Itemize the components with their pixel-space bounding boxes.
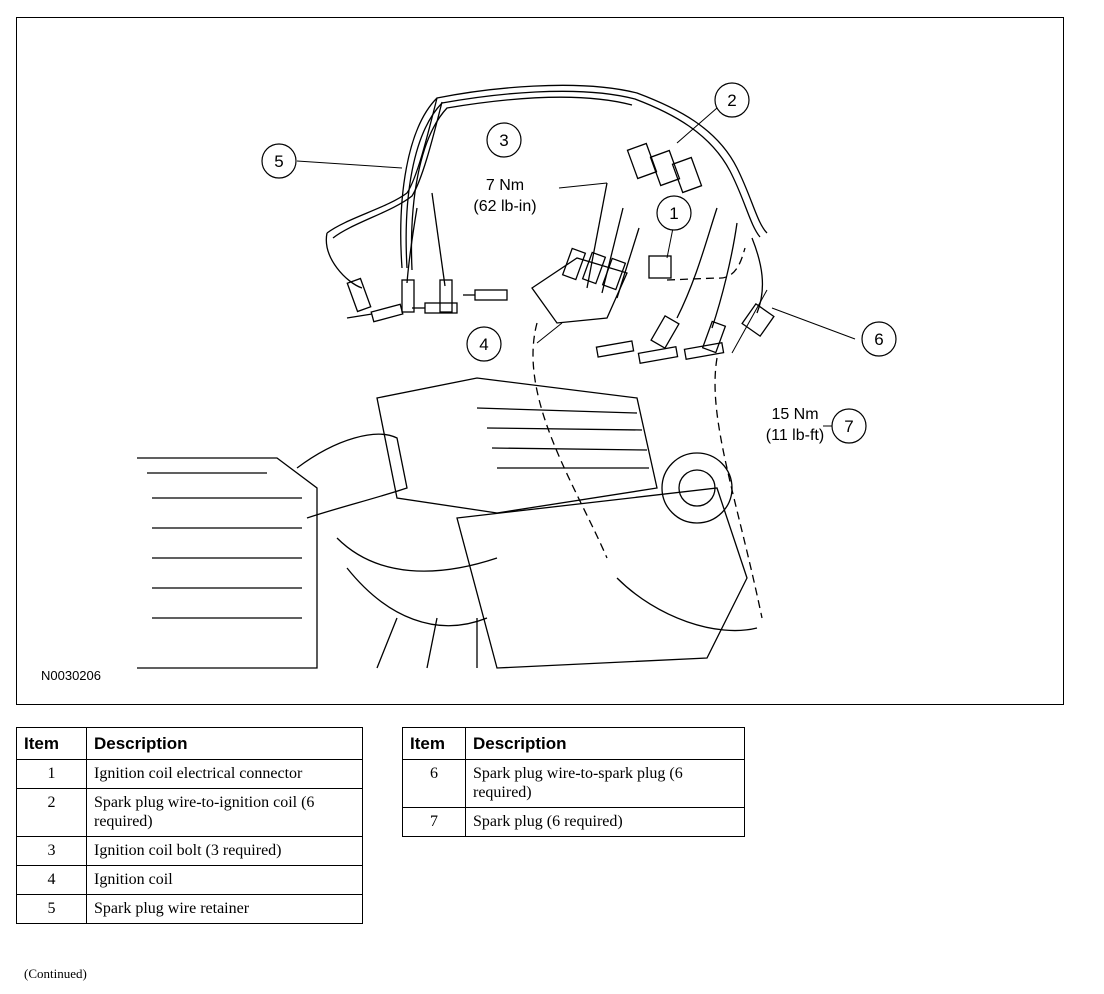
table-row: 5 Spark plug wire retainer — [16, 894, 363, 924]
spark-plug-torque-lbft: (11 lb-ft) — [765, 427, 825, 444]
callout-5-circle — [261, 143, 297, 179]
legend-table-right: Item Description 6 Spark plug wire-to-sp… — [402, 727, 745, 837]
item-description: Ignition coil bolt (3 required) — [86, 836, 363, 866]
coil-bolt-torque: 7 Nm (62 lb-in) — [445, 175, 565, 217]
coil-bolt-torque-nm: 7 Nm — [485, 177, 525, 194]
callout-1-label: 1 — [669, 204, 678, 223]
spark-plug-icon — [595, 340, 635, 358]
item-number: 5 — [16, 894, 87, 924]
table-row: 7 Spark plug (6 required) — [402, 807, 745, 837]
table-row: 6 Spark plug wire-to-spark plug (6 requi… — [402, 759, 745, 808]
legend-description-header: Description — [86, 727, 363, 760]
exploded-view-figure: 3 2 5 1 4 6 7 7 Nm (62 lb-in) 15 Nm (11 … — [16, 17, 1064, 705]
item-number: 6 — [402, 759, 466, 808]
item-number: 3 — [16, 836, 87, 866]
table-row: 3 Ignition coil bolt (3 required) — [16, 836, 363, 866]
callout-4-circle — [466, 326, 502, 362]
item-number: 7 — [402, 807, 466, 837]
callout-3-label: 3 — [499, 131, 508, 150]
callout-6-label: 6 — [874, 330, 883, 349]
item-description: Spark plug wire retainer — [86, 894, 363, 924]
callout-6-circle — [861, 321, 897, 357]
coil-bolt-torque-lbin: (62 lb-in) — [473, 198, 537, 215]
item-description: Spark plug wire-to-ignition coil (6 requ… — [86, 788, 363, 837]
engine-icon — [137, 377, 758, 669]
item-number: 1 — [16, 759, 87, 789]
table-row: 4 Ignition coil — [16, 865, 363, 895]
callout-4-label: 4 — [479, 335, 488, 354]
item-description: Ignition coil electrical connector — [86, 759, 363, 789]
spark-plug-icon — [346, 303, 404, 323]
spark-plug-torque-nm: 15 Nm — [771, 406, 819, 423]
legend-description-header: Description — [465, 727, 745, 760]
legend-item-header: Item — [402, 727, 466, 760]
callout-5-label: 5 — [274, 152, 283, 171]
figure-code: N0030206 — [41, 668, 101, 683]
item-description: Spark plug wire-to-spark plug (6 require… — [465, 759, 745, 808]
spark-plug-icon — [463, 289, 508, 301]
ignition-system-illustration: 3 2 5 1 4 6 7 — [137, 82, 897, 669]
item-description: Spark plug (6 required) — [465, 807, 745, 837]
spark-plug-icon — [637, 346, 679, 364]
item-description: Ignition coil — [86, 865, 363, 895]
continued-note: (Continued) — [24, 966, 87, 981]
callout-7-circle — [831, 408, 867, 444]
spark-plug-torque: 15 Nm (11 lb-ft) — [735, 404, 855, 446]
legend-table-left: Item Description 1 Ignition coil electri… — [16, 727, 363, 924]
spark-plug-icon — [683, 342, 725, 360]
callout-7-label: 7 — [844, 417, 853, 436]
legend-item-header: Item — [16, 727, 87, 760]
callout-1-circle — [656, 195, 692, 231]
callout-2-circle — [714, 82, 750, 118]
table-row: 1 Ignition coil electrical connector — [16, 759, 363, 789]
callout-2-label: 2 — [727, 91, 736, 110]
connector-icon — [648, 255, 672, 279]
callout-3-circle — [486, 122, 522, 158]
ignition-coil-icon — [531, 182, 640, 324]
item-number: 4 — [16, 865, 87, 895]
table-row: 2 Spark plug wire-to-ignition coil (6 re… — [16, 788, 363, 837]
item-number: 2 — [16, 788, 87, 837]
spark-plug-wire-harness — [400, 84, 768, 269]
spark-plug-icon — [412, 302, 458, 314]
